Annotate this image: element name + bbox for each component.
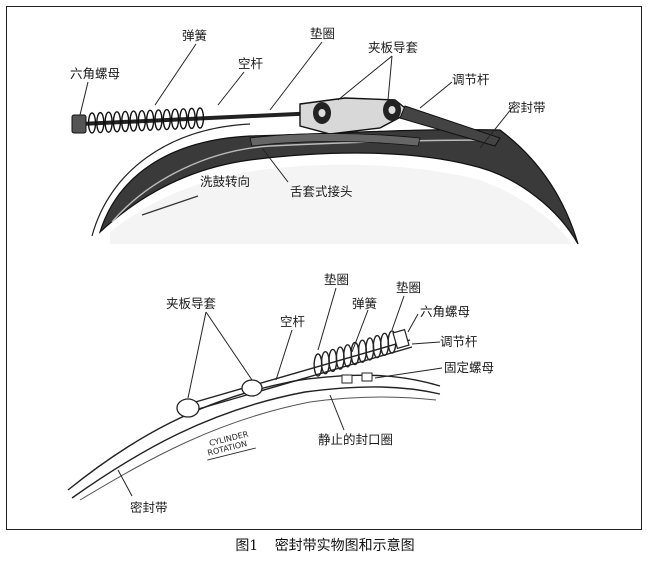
top-belt-body [98,129,579,245]
bottom-fixed-nut-2 [361,372,373,382]
bottom-label-hex-nut: 六角螺母 [420,304,470,319]
spring-coil [335,346,345,370]
spring-coil [162,108,171,131]
spring-coil [365,337,375,361]
bottom-label-static-ring: 静止的封口圈 [318,432,393,447]
spring-coil [96,111,105,134]
spring-coil [187,107,196,130]
bottom-belt-outer [67,374,441,491]
spring-coil [328,348,338,373]
spring-coil [137,109,147,132]
top-tongue-joint [249,133,421,147]
spring-coil [87,112,97,134]
spring-coil [380,332,390,356]
spring-coil [154,109,163,131]
spring-coil [145,109,155,132]
bottom-rod-edge [187,346,413,413]
top-belt-highlight [111,139,496,223]
spring-coil [372,334,382,359]
bottom-spring [313,330,397,377]
top-hex-nut [71,114,87,134]
bottom-label-gasket-2: 垫圈 [396,280,421,295]
top-drum-rim [91,123,251,237]
bottom-label-sealing-belt: 密封带 [130,500,168,515]
top-spring [87,107,205,134]
spring-coil [170,108,180,130]
top-rotation-line [141,195,199,216]
bottom-cylinder-rotation: CYLINDER ROTATION [207,429,256,461]
top-label-spring: 弹簧 [182,28,207,43]
bottom-belt-inner-2 [79,396,437,501]
top-label-adjust-rod: 调节杆 [452,72,490,87]
spring-coil [350,341,360,366]
top-adjust-rod [399,105,501,147]
bottom-label-gasket-1: 垫圈 [324,272,349,287]
sealing-belt-diagram: 六角螺母 弹簧 空杆 垫圈 夹板导套 调节杆 密封带 洗鼓转向 舌套式接头 CY… [67,26,579,515]
bottom-label-spring: 弹簧 [352,296,377,311]
bottom-hex-nut [392,328,410,350]
spring-coil [313,353,323,377]
bottom-fixed-nut-1 [341,374,353,384]
spring-coil [179,108,188,130]
top-photo-view: 六角螺母 弹簧 空杆 垫圈 夹板导套 调节杆 密封带 洗鼓转向 舌套式接头 [70,26,579,245]
bottom-rod [184,339,411,406]
figure-frame [6,6,642,530]
spring-coil [129,110,138,132]
top-label-hex-nut: 六角螺母 [70,66,120,81]
bottom-schematic-view: CYLINDER ROTATION 夹板导套 空杆 垫圈 弹簧 垫圈 六角螺母 … [67,272,494,515]
caption-number: 图1 [235,538,259,554]
caption-text: 密封带实物图和示意图 [274,538,415,554]
top-label-clamp-guide: 夹板导套 [368,40,419,55]
top-label-drum-rotation: 洗鼓转向 [200,174,250,189]
spring-coil [195,107,205,129]
bottom-label-clamp-guide: 夹板导套 [166,296,217,311]
spring-coil [104,111,113,133]
top-leader-lines [79,41,513,183]
top-label-gasket: 垫圈 [310,26,335,41]
top-drum-surface [110,164,572,244]
spring-coil [357,339,367,363]
top-gasket-1-hole [318,109,326,117]
figure-caption: 图1 密封带实物图和示意图 [0,535,650,555]
top-gasket-2-hole [388,106,396,114]
top-label-hollow-rod: 空杆 [238,56,264,71]
spring-coil [112,111,122,133]
top-label-tongue-joint: 舌套式接头 [290,184,353,199]
spring-coil [343,344,353,368]
bottom-clamp-guide-2 [241,379,263,397]
bottom-label-hollow-rod: 空杆 [280,314,306,329]
bottom-belt-inner [71,386,441,499]
bottom-clamp-guide-1 [176,398,200,418]
bottom-leader-lines [117,287,443,497]
top-rod [79,110,341,126]
spring-coil [121,110,130,133]
bottom-label-adjust-rod: 调节杆 [440,334,478,349]
bottom-label-fixed-nut: 固定螺母 [444,360,494,375]
spring-coil [320,351,330,375]
top-label-sealing-belt: 密封带 [508,100,546,115]
